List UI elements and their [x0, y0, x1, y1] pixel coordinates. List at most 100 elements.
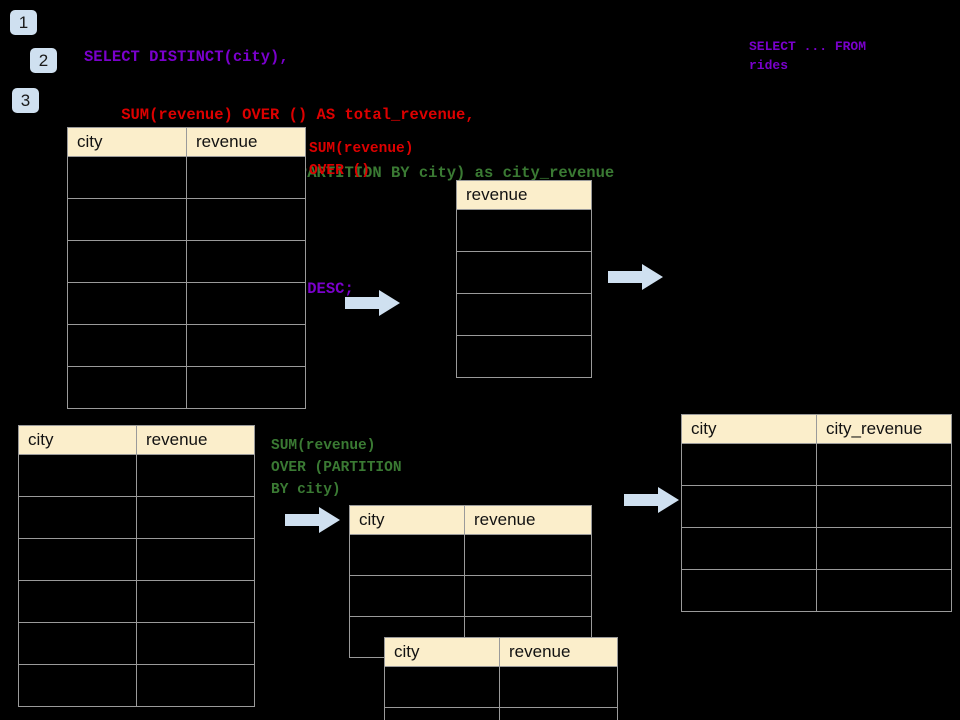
cell-city: [67, 240, 187, 283]
cell-city: [67, 198, 187, 241]
cell-revenue: [186, 282, 306, 325]
column-header-revenue: revenue: [464, 505, 592, 535]
cell-city: [67, 366, 187, 409]
rides-source-table-top: city revenue: [67, 127, 306, 409]
cell-city: [18, 454, 137, 497]
table-header-row: revenue: [456, 180, 592, 210]
partition-group-table-b: city revenue: [384, 637, 618, 720]
cell-city: [67, 156, 187, 199]
table-header-row: city revenue: [349, 505, 592, 535]
cell-revenue: [136, 454, 255, 497]
table-row: [681, 485, 952, 528]
cell-city: [681, 443, 817, 486]
column-header-revenue: revenue: [136, 425, 255, 455]
column-header-revenue: revenue: [456, 180, 592, 210]
arrow-source-to-total: [345, 288, 401, 318]
table-row: [67, 198, 306, 241]
cell-city: [681, 527, 817, 570]
step-badge-3: 3: [12, 88, 39, 113]
table-header-row: city city_revenue: [681, 414, 952, 444]
cell-revenue: [136, 580, 255, 623]
cell-revenue: [464, 534, 592, 576]
table-header-row: city revenue: [18, 425, 255, 455]
cell-revenue: [186, 156, 306, 199]
cell-city: [681, 485, 817, 528]
annotation-select-from-rides: SELECT ... FROM rides: [749, 39, 867, 73]
table-row: [349, 575, 592, 617]
step-badge-2: 2: [30, 48, 57, 73]
table-row: [67, 282, 306, 325]
city-revenue-result-table: city city_revenue: [681, 414, 952, 612]
table-header-row: city revenue: [67, 127, 306, 157]
arrow-source-to-partition: [285, 505, 341, 535]
cell-city: [18, 580, 137, 623]
table-row: [456, 209, 592, 252]
sql-line-1: SELECT DISTINCT(city),: [84, 48, 289, 66]
cell-city: [384, 666, 500, 708]
cell-revenue: [186, 198, 306, 241]
table-row: [681, 443, 952, 486]
cell-city-revenue: [816, 569, 952, 612]
cell-city: [349, 534, 465, 576]
table-row: [18, 622, 255, 665]
column-header-city: city: [349, 505, 465, 535]
table-row: [18, 454, 255, 497]
table-row: [18, 496, 255, 539]
cell-city-revenue: [816, 527, 952, 570]
cell-revenue: [456, 335, 592, 378]
column-header-city-revenue: city_revenue: [816, 414, 952, 444]
table-row: [681, 527, 952, 570]
arrow-total-to-result: [608, 262, 664, 292]
cell-revenue: [499, 707, 618, 720]
cell-revenue: [136, 538, 255, 581]
table-row: [349, 534, 592, 576]
column-header-city: city: [384, 637, 500, 667]
annotation-sum-over-empty: SUM(revenue) OVER (): [309, 141, 414, 179]
table-row: [67, 156, 306, 199]
table-row: [18, 664, 255, 707]
table-row: [456, 293, 592, 336]
sql-line-2: SUM(revenue) OVER () AS total_revenue,: [84, 106, 475, 124]
cell-revenue: [464, 575, 592, 617]
cell-revenue: [136, 664, 255, 707]
annotation-sum-over-partition: SUM(revenue) OVER (PARTITION BY city): [271, 438, 402, 498]
column-header-city: city: [681, 414, 817, 444]
column-header-city: city: [18, 425, 137, 455]
column-header-city: city: [67, 127, 187, 157]
cell-city: [18, 538, 137, 581]
cell-revenue: [499, 666, 618, 708]
cell-city: [67, 282, 187, 325]
cell-revenue: [186, 366, 306, 409]
table-row: [456, 335, 592, 378]
table-row: [681, 569, 952, 612]
table-row: [456, 251, 592, 294]
cell-city: [681, 569, 817, 612]
column-header-revenue: revenue: [186, 127, 306, 157]
table-row: [18, 580, 255, 623]
step-badge-1: 1: [10, 10, 37, 35]
rides-source-table-bottom: city revenue: [18, 425, 255, 707]
cell-revenue: [136, 496, 255, 539]
cell-revenue: [456, 293, 592, 336]
cell-city: [18, 496, 137, 539]
cell-revenue: [186, 240, 306, 283]
table-row: [384, 666, 618, 708]
cell-city: [67, 324, 187, 367]
cell-city-revenue: [816, 485, 952, 528]
table-row: [67, 240, 306, 283]
table-row: [18, 538, 255, 581]
cell-city: [18, 664, 137, 707]
table-row: [384, 707, 618, 720]
total-revenue-table: revenue: [456, 180, 592, 378]
cell-revenue: [186, 324, 306, 367]
table-header-row: city revenue: [384, 637, 618, 667]
cell-city: [349, 575, 465, 617]
cell-revenue: [136, 622, 255, 665]
column-header-revenue: revenue: [499, 637, 618, 667]
cell-city: [18, 622, 137, 665]
cell-city-revenue: [816, 443, 952, 486]
cell-revenue: [456, 251, 592, 294]
cell-city: [384, 707, 500, 720]
table-row: [67, 366, 306, 409]
